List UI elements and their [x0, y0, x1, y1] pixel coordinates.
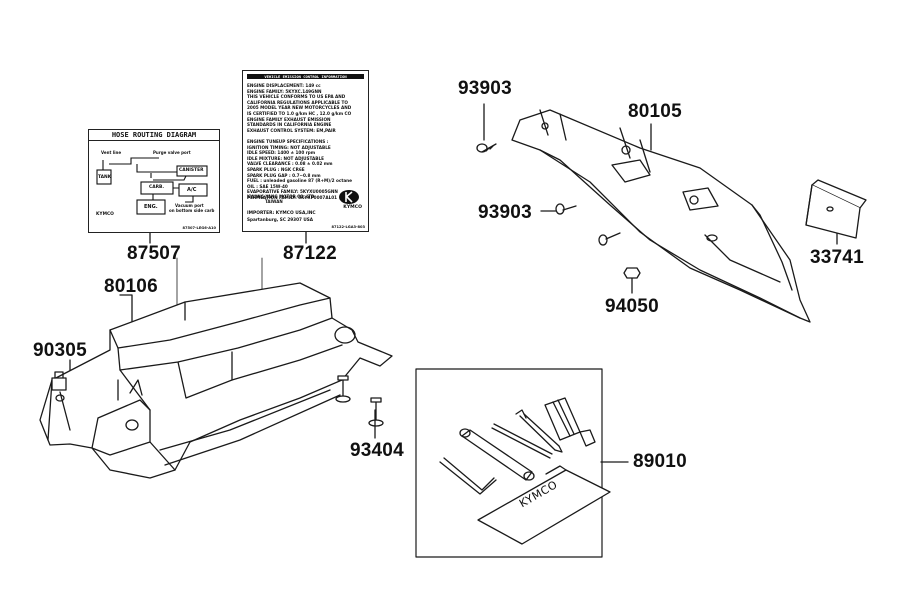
hose-label-canister: CANISTER: [179, 168, 204, 173]
utility-box-80106: [39, 282, 393, 479]
emission-label-country: TAIWAN: [265, 199, 283, 204]
toolkit-89010: [439, 397, 611, 545]
emission-label-brand: KYMCO: [343, 205, 362, 210]
emission-spec-line: EVAPORATIVE FAMILY: 5KYXU0005GNN: [247, 189, 338, 195]
hose-diagram-graphic: [96, 157, 208, 215]
emission-spec-line: FUEL : unleaded gasoline 87 (R+M)/2 octa…: [247, 178, 353, 184]
emission-label-maker: KWANG YANG MOTOR CO.,LTD: [247, 194, 315, 199]
emission-spec-line: SPARK PLUG : NGK CR6E: [247, 166, 305, 172]
emission-spec-line: IDLE SPEED: 1400 ± 100 rpm: [247, 150, 316, 156]
part-number-93404: 93404: [350, 440, 404, 461]
emission-spec-line: ENGINE FAMILY EXHAUST EMISSION: [247, 116, 331, 122]
toolkit-frame: [415, 368, 603, 558]
part-number-87122: 87122: [283, 243, 337, 264]
emission-label-importer: IMPORTER: KYMCO USA,INC: [247, 211, 316, 216]
part-number-93903-mid: 93903: [478, 202, 532, 223]
bolts-93404: [335, 375, 384, 427]
emission-spec-line: ENGINE TUNEUP SPECIFICATIONS :: [247, 138, 329, 144]
emission-spec-line: CALIFORNIA REGULATIONS APPLICABLE TO: [247, 99, 348, 105]
reflector-33741: [805, 179, 867, 239]
hose-label-carb: CARB.: [149, 185, 165, 190]
rear-fender-80105: [511, 109, 811, 323]
hose-routing-label: HOSE ROUTING DIAGRAM Vent line Purge val…: [88, 129, 220, 233]
hose-label-vent-line: Vent line: [101, 150, 122, 155]
part-number-90305: 90305: [33, 340, 87, 361]
emission-spec-line: ENGINE DISPLACEMENT: 149 cc: [247, 83, 321, 88]
emission-spec-line: EXHAUST CONTROL SYSTEM: EM,PAIR: [247, 127, 336, 133]
screw-93903-mid-b: [598, 232, 621, 246]
emission-spec-line: IDLE MIXTURE: NOT ADJUSTABLE: [247, 155, 325, 161]
emission-label-importer-city: Spartanburg, SC 29307 USA: [247, 217, 314, 222]
emission-spec-line: SPARK PLUG GAP : 0.7~0.8 mm: [247, 172, 321, 178]
emission-spec-line: IGNITION TIMING: NOT ADJUSTABLE: [247, 144, 331, 150]
part-number-94050: 94050: [605, 296, 659, 317]
emission-label-title: VEHICLE EMISSION CONTROL INFORMATION: [247, 74, 364, 79]
part-number-80105: 80105: [628, 101, 682, 122]
part-number-87507: 87507: [127, 243, 181, 264]
kymco-logo-icon: [339, 190, 359, 204]
part-number-89010: 89010: [633, 451, 687, 472]
leader-80106: [119, 294, 133, 323]
hose-label-brand: KYMCO: [96, 212, 114, 217]
emission-control-label: VEHICLE EMISSION CONTROL INFORMATION ENG…: [242, 70, 369, 232]
emission-spec-line: STANDARDS IN CALIFORNIA ENGINE: [247, 122, 332, 128]
screw-93903-top: [476, 143, 497, 153]
part-number-93903-top: 93903: [458, 78, 512, 99]
emission-label-footer: 87122-LGA3-803: [331, 225, 365, 229]
emission-spec-line: PERMEATION FAMILY: 5KYXP0007AL01: [247, 194, 338, 200]
screw-93903-mid-a: [555, 203, 577, 215]
clip-90305: [51, 371, 67, 391]
part-number-33741: 33741: [810, 247, 864, 268]
part-number-80106: 80106: [104, 276, 158, 297]
hose-label-tank: TANK: [98, 175, 112, 180]
emission-spec-line: THIS VEHICLE CONFORMS TO US EPA AND: [247, 94, 346, 100]
emission-spec-line: OIL : SAE 15W-40: [247, 183, 288, 189]
hose-label-eng: ENG.: [144, 204, 158, 210]
nut-94050: [623, 267, 641, 279]
emission-spec-line: ENGINE FAMILY: 5KYXC.149GNN: [247, 88, 322, 94]
emission-spec-line: IS CERTIFIED TO 1.0 g/km HC , 12.0 g/km …: [247, 110, 352, 116]
emission-spec-line: 2005 MODEL YEAR NEW MOTORCYCLES AND: [247, 105, 352, 111]
hose-label-title: HOSE ROUTING DIAGRAM: [89, 130, 219, 141]
hose-label-vacuum-port: Vacuum port: [175, 203, 204, 208]
hose-label-purge-port: Purge valve port: [153, 150, 191, 155]
hose-label-ac: A/C: [187, 187, 197, 193]
hose-label-footer: 87507-LEG6-A10: [182, 226, 216, 230]
emission-spec-line: VALVE CLEARANCE : 0.08 ± 0.02 mm: [247, 161, 333, 167]
hose-label-vacuum-port-2: on bottom side carb: [169, 208, 215, 213]
